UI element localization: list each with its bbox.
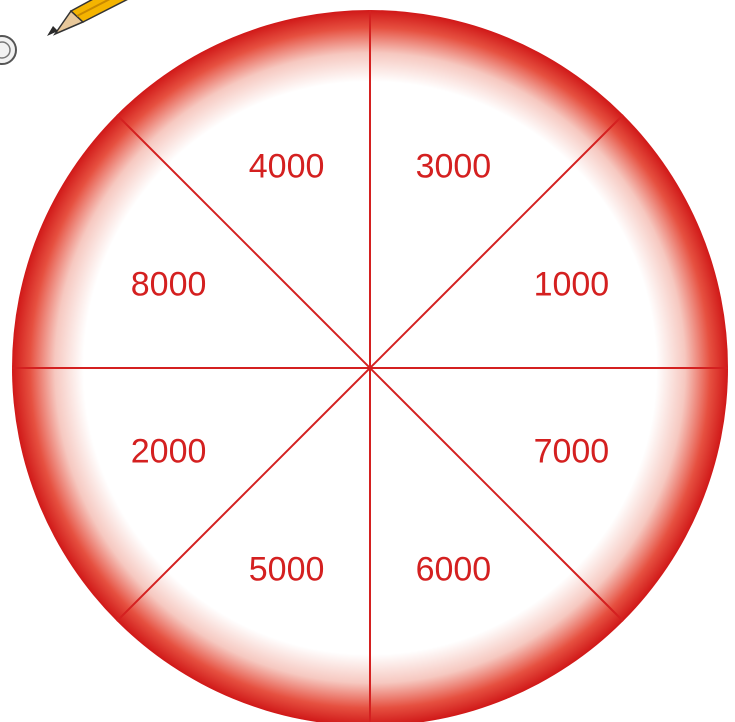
segment-label: 6000 xyxy=(416,550,492,588)
segment-label: 7000 xyxy=(534,432,610,470)
pencil-icon xyxy=(47,0,142,36)
segment-label: 2000 xyxy=(131,432,207,470)
segment-label: 5000 xyxy=(249,550,325,588)
segment-label: 3000 xyxy=(416,148,492,186)
segment-label: 1000 xyxy=(534,266,610,304)
segment-label: 8000 xyxy=(131,266,207,304)
segment-label: 4000 xyxy=(249,148,325,186)
spinner-wheel: 3000 1000 7000 6000 5000 2000 8000 4000 xyxy=(12,10,728,722)
coin-icon xyxy=(0,36,16,64)
